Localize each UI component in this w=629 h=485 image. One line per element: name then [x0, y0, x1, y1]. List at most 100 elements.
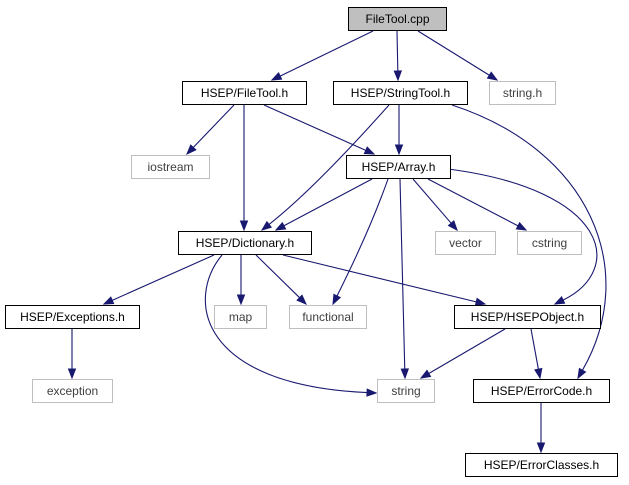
node-box: [32, 379, 113, 403]
edge-dictionary_h-to-string: [204, 254, 378, 397]
edge-line: [282, 254, 477, 303]
arrowhead-icon: [400, 368, 410, 380]
edge-array_h-to-cstring: [427, 178, 528, 231]
arrowhead-icon: [394, 144, 404, 156]
node-string-h: string.h: [489, 81, 556, 105]
node-label: HSEP/HSEPObject.h: [471, 310, 584, 324]
arrowhead-icon: [393, 70, 403, 82]
arrowhead-icon: [486, 71, 499, 81]
edge-array_h-to-hsepobject_h: [447, 168, 598, 305]
arrowhead-icon: [236, 294, 246, 306]
node-box: [348, 7, 447, 31]
arrowhead-icon: [186, 144, 197, 155]
edge-line: [279, 30, 374, 77]
edge-line: [255, 254, 300, 299]
arrowhead-icon: [332, 293, 342, 306]
node-label: HSEP/FileTool.h: [201, 86, 288, 100]
edge-line: [399, 178, 406, 370]
arrowhead-icon: [102, 296, 115, 305]
edge-line: [451, 104, 607, 371]
edge-filetool_cpp-to-stringtool_h: [393, 30, 403, 82]
node-label: HSEP/ErrorCode.h: [491, 384, 592, 398]
edge-filetool_h-to-array_h: [263, 104, 376, 155]
node-box: [377, 379, 435, 403]
edge-line: [263, 104, 367, 151]
edge-exceptions_h-to-exception: [67, 329, 77, 380]
edge-stringtool_h-to-dictionary_h: [260, 104, 390, 231]
node-label: string: [391, 384, 420, 398]
arrowhead-icon: [366, 388, 378, 397]
edge-hsepobject_h-to-errorcode_h: [530, 328, 543, 380]
node-label: cstring: [532, 236, 567, 250]
node-label: FileTool.cpp: [365, 12, 429, 26]
node-filetool-h[interactable]: HSEP/FileTool.h: [182, 81, 307, 105]
edge-hsepobject_h-to-string: [419, 328, 506, 379]
node-hsepobject-h[interactable]: HSEP/HSEPObject.h: [454, 305, 601, 329]
edge-dictionary_h-to-functional: [255, 254, 307, 305]
arrowhead-icon: [534, 367, 543, 380]
node-box: [465, 453, 618, 477]
edge-line: [268, 104, 390, 225]
node-exceptions-h[interactable]: HSEP/Exceptions.h: [5, 305, 140, 329]
node-label: HSEP/Dictionary.h: [196, 236, 294, 250]
node-errorclasses-h[interactable]: HSEP/ErrorClasses.h: [465, 453, 618, 477]
node-box: [435, 231, 496, 255]
node-box: [454, 305, 601, 329]
edge-line: [204, 254, 368, 394]
arrowhead-icon: [474, 297, 487, 306]
node-label: functional: [302, 310, 353, 324]
edges-layer: [67, 30, 607, 454]
node-cstring: cstring: [517, 231, 582, 255]
edge-filetool_h-to-dictionary_h: [239, 105, 249, 232]
node-map: map: [214, 305, 267, 329]
arrowhead-icon: [239, 220, 249, 232]
edge-line: [412, 178, 452, 224]
edge-dictionary_h-to-map: [236, 255, 246, 306]
edge-dictionary_h-to-hsepobject_h: [282, 254, 487, 306]
node-errorcode-h[interactable]: HSEP/ErrorCode.h: [473, 379, 610, 403]
edge-stringtool_h-to-errorcode_h: [451, 104, 607, 380]
edge-filetool_cpp-to-string_h: [417, 30, 499, 81]
node-box: [131, 155, 210, 179]
node-label: HSEP/Exceptions.h: [20, 310, 125, 324]
node-label: string.h: [503, 86, 542, 100]
node-vector: vector: [435, 231, 496, 255]
edge-filetool_h-to-iostream: [186, 104, 235, 155]
edge-line: [111, 254, 215, 301]
node-dictionary-h[interactable]: HSEP/Dictionary.h: [178, 231, 312, 255]
edge-line: [530, 328, 539, 370]
arrowhead-icon: [67, 368, 77, 380]
edge-filetool_cpp-to-filetool_h: [270, 30, 374, 81]
node-string: string: [377, 379, 435, 403]
node-box: [333, 81, 468, 105]
node-exception: exception: [32, 379, 113, 403]
node-box: [178, 231, 312, 255]
edge-array_h-to-dictionary_h: [274, 178, 373, 231]
edge-line: [447, 168, 598, 301]
node-box: [214, 305, 267, 329]
edge-array_h-to-string: [399, 178, 410, 380]
node-box: [473, 379, 610, 403]
node-box: [517, 231, 582, 255]
node-functional: functional: [289, 305, 367, 329]
edge-line: [428, 328, 506, 374]
edge-line: [396, 30, 399, 72]
arrowhead-icon: [274, 221, 287, 231]
edge-array_h-to-functional: [332, 178, 389, 306]
arrowhead-icon: [296, 294, 307, 305]
edge-stringtool_h-to-array_h: [394, 105, 404, 156]
node-box: [182, 81, 307, 105]
node-box: [289, 305, 367, 329]
edge-line: [427, 178, 519, 227]
arrowhead-icon: [260, 220, 273, 231]
node-array-h[interactable]: HSEP/Array.h: [346, 155, 451, 179]
arrowhead-icon: [419, 369, 432, 379]
arrowhead-icon: [515, 221, 528, 231]
node-label: map: [229, 310, 253, 324]
node-stringtool-h[interactable]: HSEP/StringTool.h: [333, 81, 468, 105]
node-filetool-cpp[interactable]: FileTool.cpp: [348, 7, 447, 31]
edge-errorcode_h-to-errorclasses_h: [536, 403, 546, 454]
node-label: HSEP/StringTool.h: [351, 86, 450, 100]
arrowhead-icon: [363, 146, 376, 155]
